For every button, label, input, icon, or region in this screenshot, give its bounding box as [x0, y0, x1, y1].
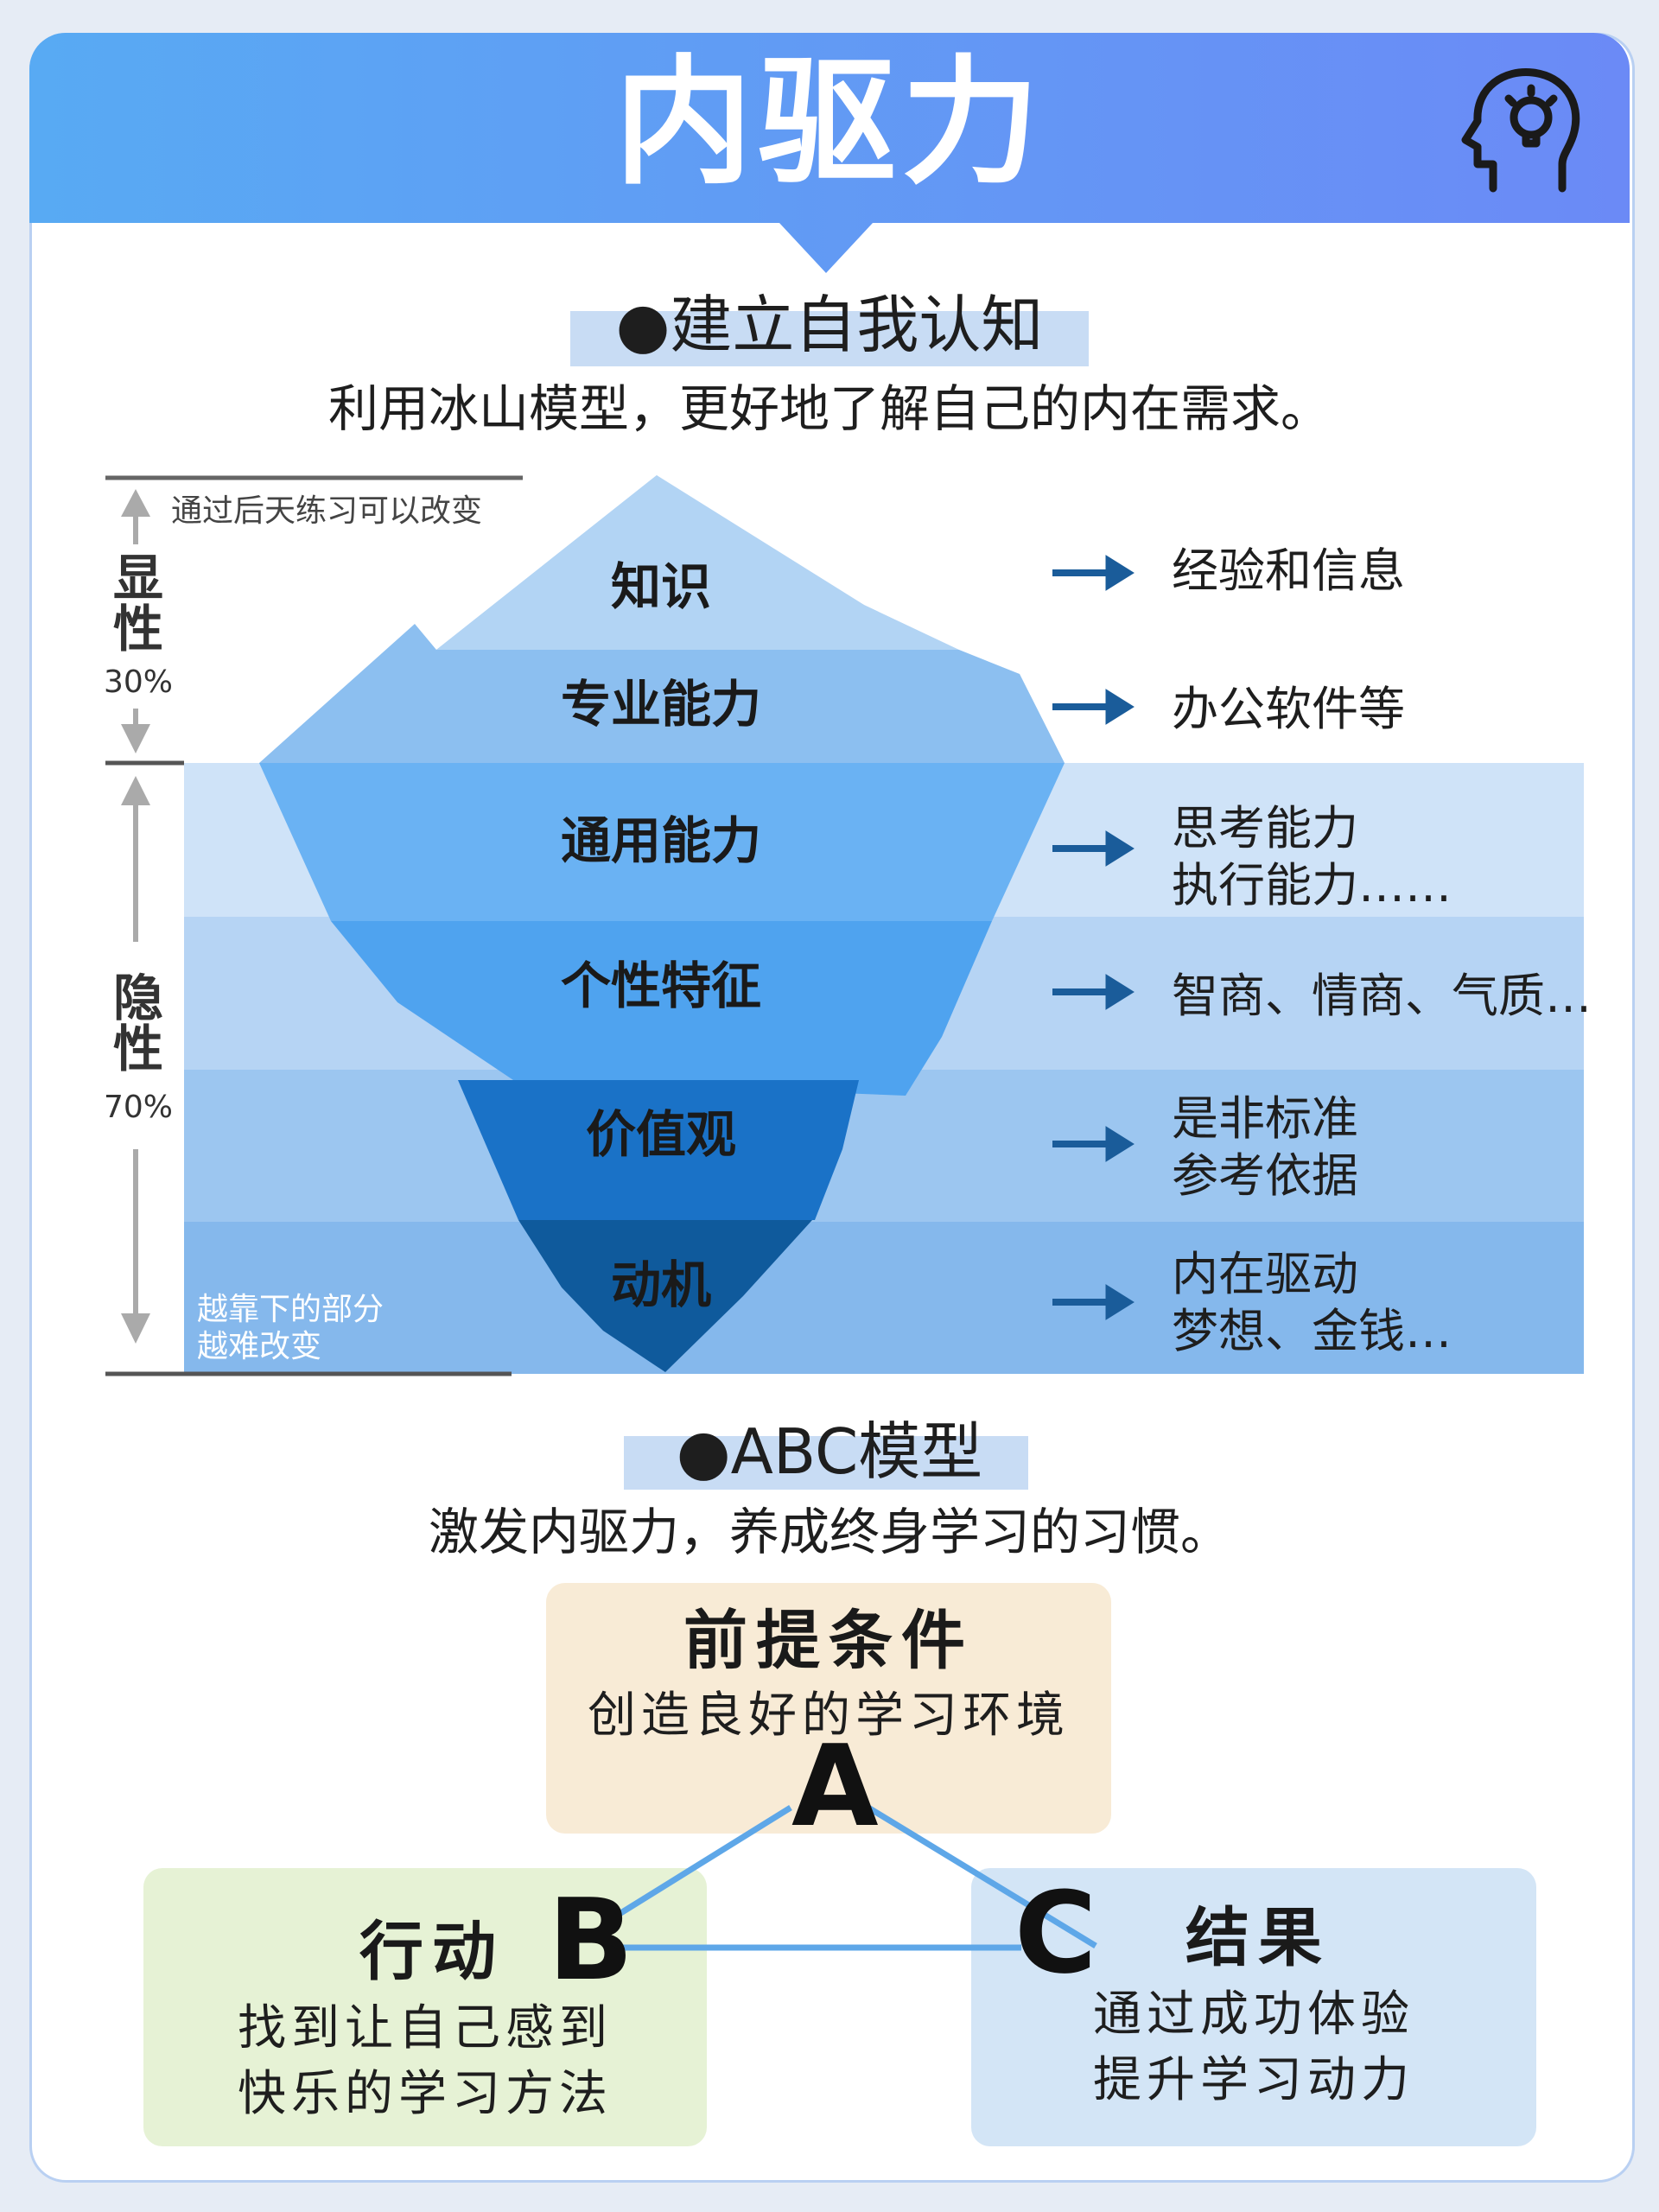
section-heading-abc-model: ●ABC模型	[676, 1415, 983, 1488]
layer-general-skills: 通用能力	[560, 811, 761, 870]
section-heading-self-awareness: ●建立自我认知	[615, 289, 1044, 361]
letter-c: C	[1014, 1867, 1097, 1999]
head-lightbulb-icon	[1461, 68, 1580, 193]
letter-b: B	[548, 1874, 634, 2005]
precondition-text: 创造良好的学习环境	[588, 1688, 1070, 1744]
action-text: 找到让自己感到 快乐的学习方法	[238, 2000, 613, 2122]
letter-a: A	[791, 1720, 879, 1852]
action-title: 行动	[359, 1915, 505, 1989]
visible-note: 通过后天练习可以改变	[171, 493, 483, 529]
visible-percent: 30%	[103, 664, 173, 700]
abc-connectors	[613, 1805, 1097, 1951]
layer-desc-professional: 办公软件等	[1172, 682, 1405, 736]
visible-label: 显 性	[112, 549, 163, 659]
box-b-action	[143, 1868, 707, 2146]
layer-desc-personality: 智商、情商、气质…	[1172, 969, 1592, 1023]
layer-desc-values: 是非标准 参考依据	[1172, 1091, 1358, 1203]
hidden-label: 隐 性	[112, 969, 163, 1079]
hidden-note: 越靠下的部分 越难改变	[197, 1292, 385, 1365]
heading-highlight	[570, 311, 1089, 366]
box-a-precondition	[546, 1583, 1111, 1834]
hidden-percent: 70%	[103, 1090, 173, 1125]
section-subtitle-2: 激发内驱力，养成终身学习的习惯。	[428, 1503, 1230, 1561]
result-text: 通过成功体验 提升学习动力	[1093, 1986, 1414, 2108]
layer-values: 价值观	[585, 1105, 736, 1164]
layer-professional-skills: 专业能力	[560, 675, 761, 734]
layer-desc-knowledge: 经验和信息	[1172, 543, 1405, 598]
section-subtitle: 利用冰山模型，更好地了解自己的内在需求。	[327, 379, 1331, 438]
layer-motivation: 动机	[610, 1255, 711, 1314]
layer-knowledge: 知识	[610, 557, 711, 616]
header-banner	[29, 33, 1630, 273]
precondition-title: 前提条件	[683, 1604, 974, 1678]
layer-desc-motivation: 内在驱动 梦想、金钱…	[1172, 1247, 1452, 1358]
page-title: 内驱力	[613, 41, 1045, 203]
iceberg-diagram	[105, 475, 1584, 1376]
box-c-result	[971, 1868, 1536, 2146]
result-title: 结果	[1185, 1901, 1331, 1975]
heading-highlight-2	[624, 1436, 1028, 1490]
layer-personality: 个性特征	[560, 957, 761, 1015]
layer-desc-general: 思考能力 执行能力……	[1172, 801, 1452, 912]
